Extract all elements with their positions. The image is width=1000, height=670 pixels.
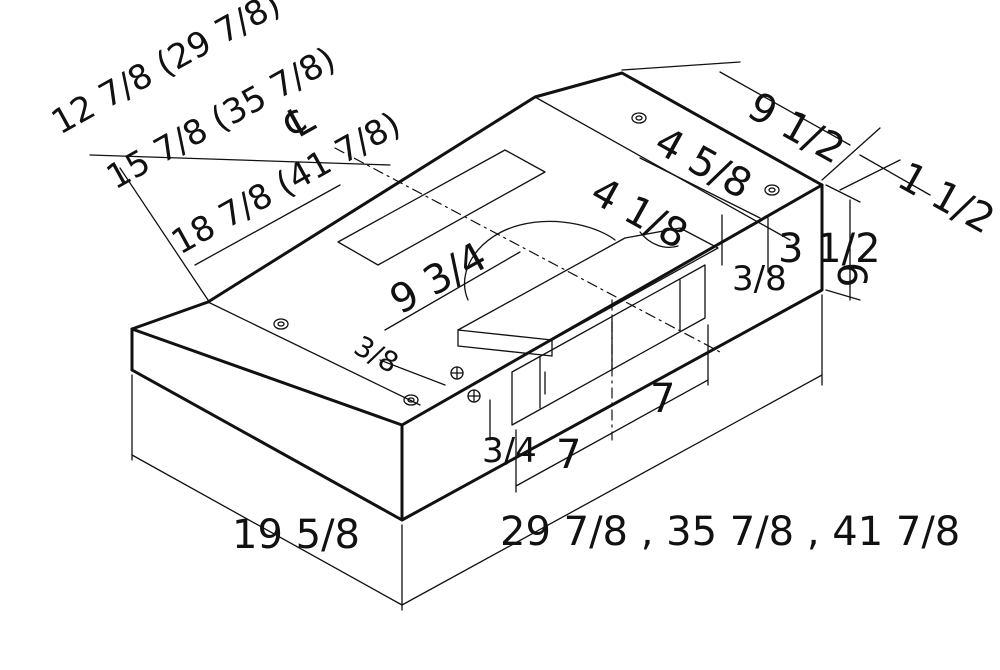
vent-slot [511,264,706,426]
centerline-main [334,147,721,353]
label-duct-offset-a: 4 1/8 [583,169,695,259]
dim-depth-line [131,454,403,606]
damper-top [457,227,719,341]
damper-flap [639,231,679,248]
dim-height-ext-bot [825,289,861,301]
keyhole-3 [631,112,647,124]
hood-top-panel-line-2 [534,96,791,241]
dim-width-line [401,374,823,606]
label-widths: 29 7/8 , 35 7/8 , 41 7/8 [500,509,960,555]
hood-front-bottom-edge [130,183,824,522]
damper-front [457,329,553,357]
keyhole-4 [764,184,780,196]
label-height: 6 [828,262,874,287]
label-rear-offset: 1 1/2 [890,154,1000,244]
dim-rear-line [859,154,931,196]
hood-front-ridge [130,327,404,427]
dim-duct-depth-line [384,251,521,331]
label-half-2: 7 [650,376,675,422]
hood-top-rear-edge [206,71,824,304]
hood-body [130,71,824,522]
dimension-labels: 19 5/8 29 7/8 , 35 7/8 , 41 7/8 7 7 12 7… [45,0,1000,558]
hood-top-panel-line [207,301,421,406]
label-duct-offset-b: 4 5/8 [647,119,759,209]
dim-rear-ext-2 [839,159,901,191]
dim-duct-offset-line [639,157,761,219]
hood-front-top-edge [130,300,210,331]
label-top-depth: 9 1/2 [740,84,852,174]
dim-height-ext-top [825,184,861,203]
duct-circle [463,220,616,301]
dim-top-depth-ext [621,61,741,71]
label-duct-depth: 9 3/4 [383,234,495,324]
keyhole-1 [273,318,289,330]
label-depth: 19 5/8 [232,512,360,558]
filter-opening [337,149,546,266]
label-half-1: 7 [556,432,581,478]
label-slot-inset: 3/8 [732,259,787,299]
dim-top-depth-line [719,71,851,146]
dim-rear-ext-1 [821,127,881,181]
dim-cl-ext [119,167,209,301]
center-lines [334,147,721,441]
screw-hole-1 [450,366,464,380]
dim-cl-span-line [89,154,391,166]
label-bottom-inset: 3/4 [482,431,537,471]
keyhole-2 [403,394,419,406]
label-front-height: 3 1/2 [778,226,881,272]
dim-cl-span-line-2 [194,184,341,266]
dim-half-line [515,379,709,487]
dimension-lines [89,61,931,611]
label-hole-offset: 3/8 [349,329,404,380]
dim-hole-offset-line [379,359,446,386]
screw-hole-2 [467,389,481,403]
